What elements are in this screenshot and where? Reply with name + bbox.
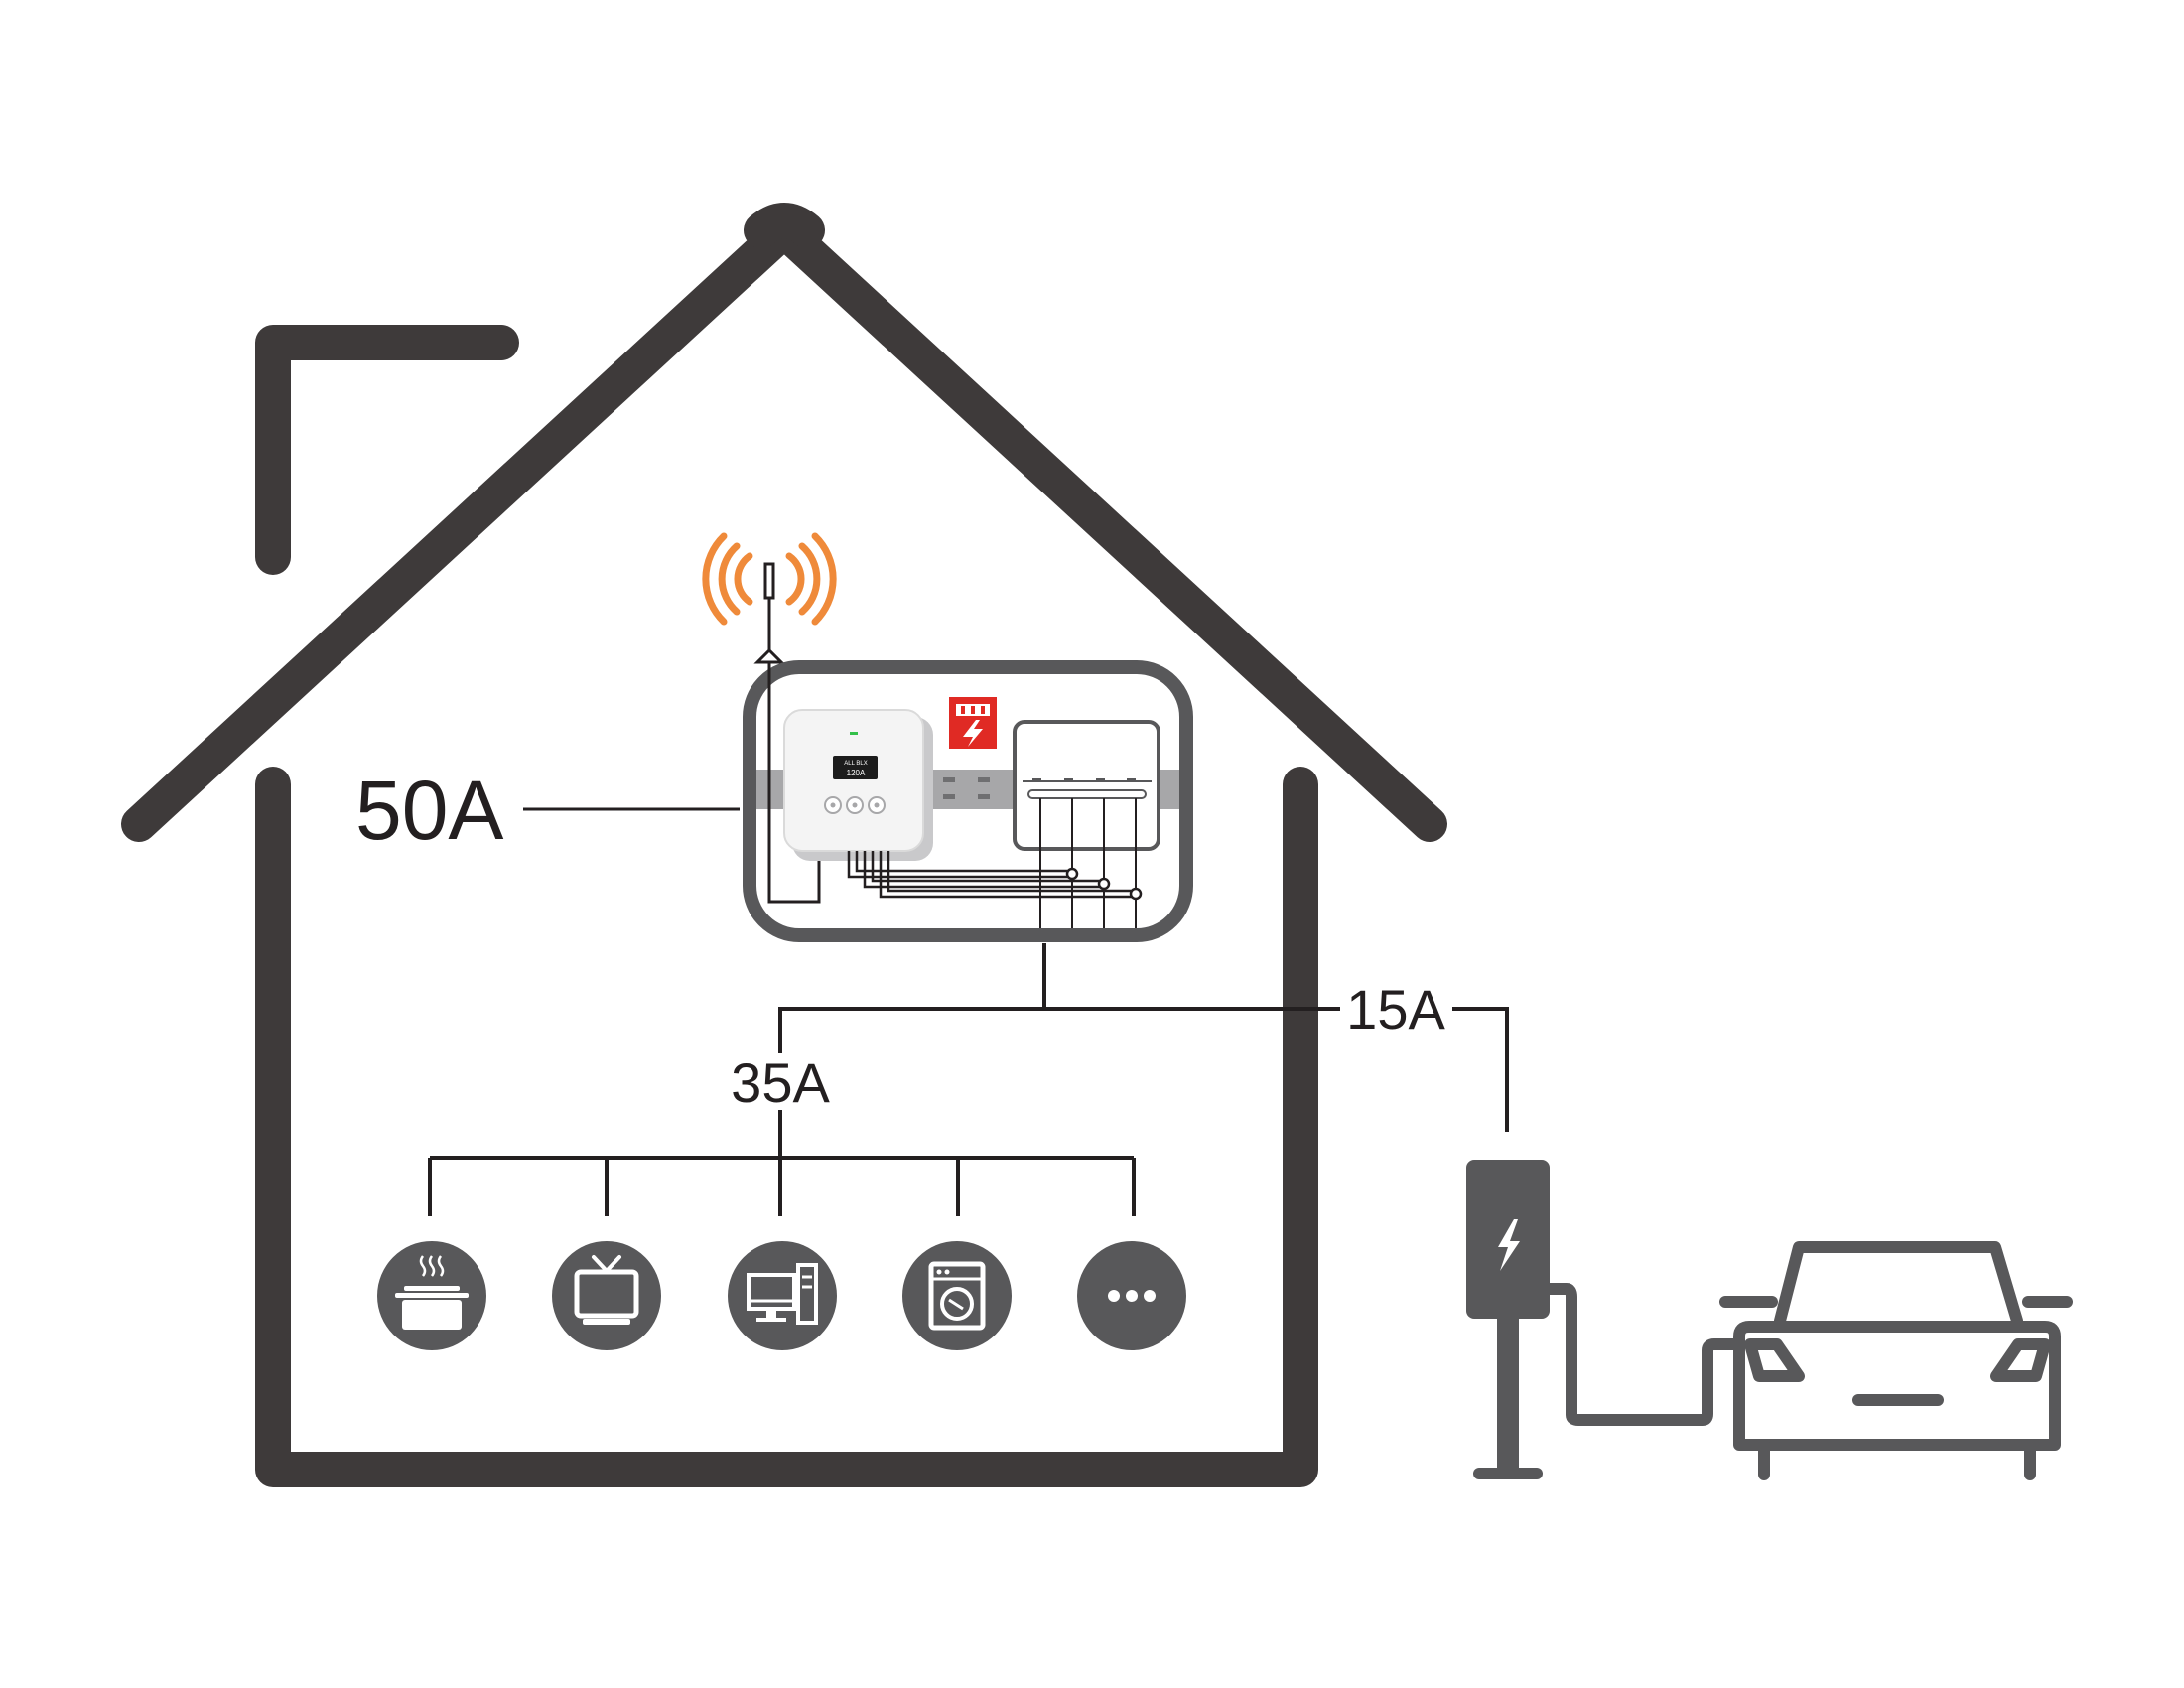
car-icon (1719, 1241, 2073, 1480)
distribution-box: ALL BLX 120A (743, 660, 1193, 942)
ev-current-label: 15A (1346, 978, 1445, 1041)
antenna (702, 532, 837, 664)
tv-icon (552, 1241, 661, 1350)
more-icon (1077, 1241, 1186, 1350)
device-screen-value: 120A (847, 769, 866, 777)
lightning-icon (1498, 1219, 1520, 1271)
load-balancer-device: ALL BLX 120A (783, 709, 933, 861)
sensor-wires (847, 851, 1143, 901)
house-walls (255, 767, 1318, 1487)
charging-cable (1550, 1283, 1739, 1426)
ev-charger (1466, 1160, 1739, 1479)
washing-machine-icon (902, 1241, 1012, 1350)
signal-waves-icon (702, 532, 837, 626)
energy-meter-icon (949, 697, 997, 749)
breaker-panel (1013, 720, 1160, 928)
status-led (850, 732, 858, 735)
distribution-wires (428, 943, 1509, 1216)
cooking-pot-icon (377, 1241, 486, 1350)
house-chimney (255, 325, 519, 575)
computer-icon (728, 1241, 837, 1350)
device-screen-top: ALL BLX (844, 761, 867, 767)
house-current-label: 35A (731, 1052, 830, 1114)
device-screen (833, 756, 878, 779)
main-current-label: 50A (355, 764, 503, 857)
appliances (377, 1241, 1186, 1350)
